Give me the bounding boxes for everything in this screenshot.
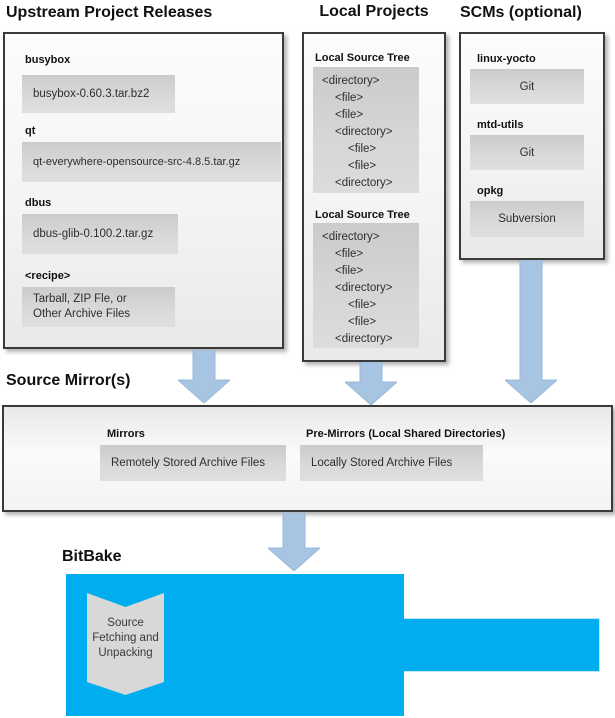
tree-line: <directory> bbox=[335, 126, 393, 138]
upstream-item-box: qt-everywhere-opensource-src-4.8.5.tar.g… bbox=[22, 142, 281, 182]
upstream-item-label: dbus bbox=[25, 197, 52, 209]
local-source-tree-box: <directory> <file> <file> <directory> <file>… bbox=[313, 67, 419, 193]
pre-mirrors-label: Pre-Mirrors (Local Shared Directories) bbox=[306, 428, 506, 440]
upstream-item-box: Tarball, ZIP Fle, or Other Archive Files bbox=[22, 287, 175, 327]
local-source-tree-label: Local Source Tree bbox=[315, 209, 410, 221]
upstream-item-box: dbus-glib-0.100.2.tar.gz bbox=[22, 214, 178, 254]
tree-line: <file> bbox=[348, 316, 377, 328]
tree-line: <directory> bbox=[335, 282, 393, 294]
down-arrow-upstream-to-mirrors bbox=[178, 350, 230, 403]
tree-line: <file> bbox=[335, 265, 364, 277]
pre-mirrors-box: Locally Stored Archive Files bbox=[300, 445, 483, 481]
tree-line: <file> bbox=[335, 248, 364, 260]
bitbake-output-arm bbox=[404, 618, 600, 672]
source-fetching-chevron: Source Fetching and Unpacking bbox=[87, 593, 164, 695]
upstream-title: Upstream Project Releases bbox=[6, 4, 213, 21]
tree-line: <file> bbox=[348, 143, 377, 155]
source-mirrors-title: Source Mirror(s) bbox=[6, 372, 131, 389]
bitbake-title: BitBake bbox=[62, 548, 122, 565]
scm-item-label: opkg bbox=[477, 185, 504, 197]
tree-line: <directory> bbox=[322, 75, 380, 87]
scm-item-box: Subversion bbox=[470, 201, 584, 237]
down-arrow-mirrors-to-bitbake bbox=[268, 513, 320, 571]
scm-item-box: Git bbox=[470, 135, 584, 170]
scms-title: SCMs (optional) bbox=[460, 4, 582, 21]
tree-line: <file> bbox=[348, 299, 377, 311]
mirrors-label: Mirrors bbox=[107, 428, 145, 440]
upstream-item-box: busybox-0.60.3.tar.bz2 bbox=[22, 75, 175, 113]
down-arrow-scms-to-mirrors bbox=[505, 260, 557, 403]
mirrors-box: Remotely Stored Archive Files bbox=[100, 445, 286, 481]
tree-line: <directory> bbox=[335, 177, 393, 189]
upstream-item-label: qt bbox=[25, 125, 36, 137]
upstream-item-label: <recipe> bbox=[25, 270, 71, 282]
tree-line: <directory> bbox=[335, 333, 393, 345]
scm-item-label: linux-yocto bbox=[477, 53, 536, 65]
scm-item-label: mtd-utils bbox=[477, 119, 524, 131]
local-projects-title: Local Projects bbox=[319, 3, 429, 20]
tree-line: <directory> bbox=[322, 231, 380, 243]
tree-line: <file> bbox=[335, 92, 364, 104]
scm-item-box: Git bbox=[470, 69, 584, 104]
local-source-tree-label: Local Source Tree bbox=[315, 52, 410, 64]
upstream-item-label: busybox bbox=[25, 54, 71, 66]
tree-line: <file> bbox=[335, 109, 364, 121]
down-arrow-local-to-mirrors bbox=[345, 362, 397, 405]
local-source-tree-box: <directory> <file> <file> <directory> <file>… bbox=[313, 223, 419, 348]
tree-line: <file> bbox=[348, 160, 377, 172]
